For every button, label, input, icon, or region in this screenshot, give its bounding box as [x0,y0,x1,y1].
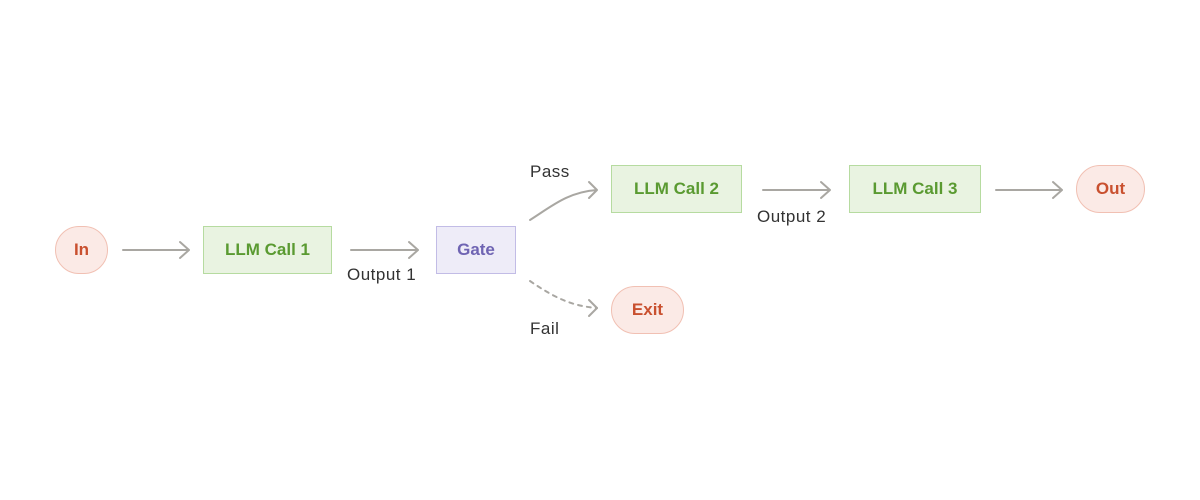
edge-llm-call-2-to-llm-call-3 [762,181,831,199]
edge-label-output-2: Output 2 [757,207,827,226]
node-llm-call-1: LLM Call 1 [203,226,332,274]
edge-label-output-1: Output 1 [347,265,417,284]
edge-gate-to-exit-arrowhead [588,299,598,317]
edge-gate-to-llm-call-2 [529,181,598,221]
node-gate: Gate [436,226,516,274]
edge-gate-to-exit [529,280,598,309]
edge-in-to-llm-call-1 [122,241,190,259]
node-exit: Exit [611,286,684,334]
edge-llm-call-1-to-gate [350,241,419,259]
node-in: In [55,226,108,274]
edge-label-fail: Fail [530,319,560,338]
node-llm-call-3: LLM Call 3 [849,165,981,213]
node-llm-call-2: LLM Call 2 [611,165,742,213]
edge-llm-call-3-to-out [995,181,1063,199]
node-out: Out [1076,165,1145,213]
edge-label-pass: Pass [530,162,570,181]
